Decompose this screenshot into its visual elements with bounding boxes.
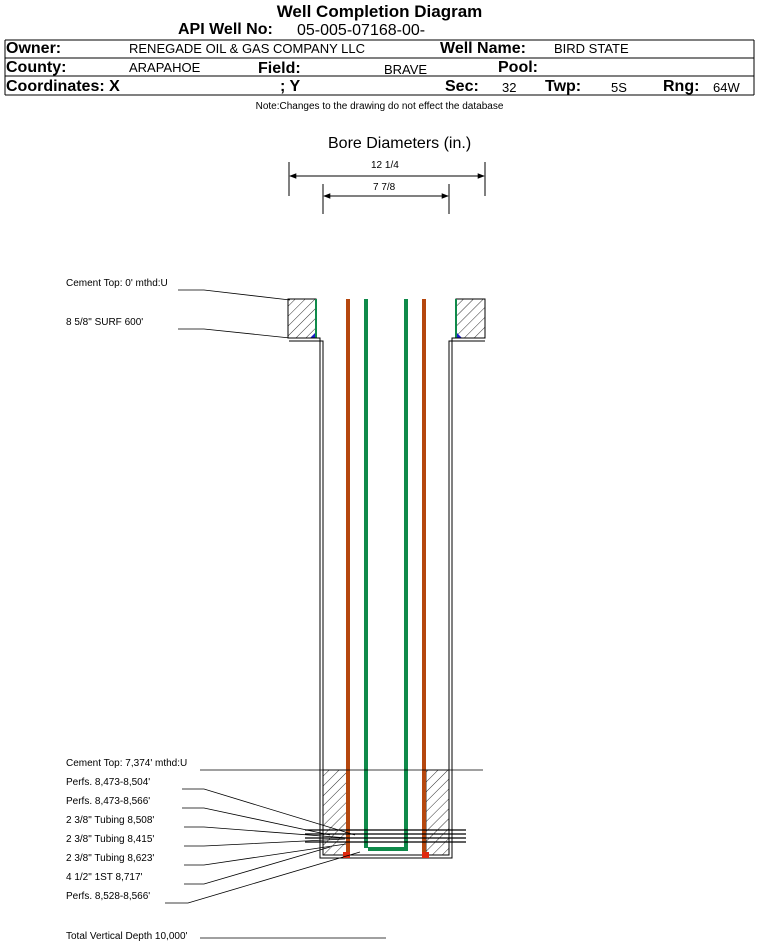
label-production-casing: 4 1/2" 1ST 8,717' — [66, 872, 143, 883]
field-label: Field: — [258, 60, 301, 77]
rng-value: 64W — [713, 80, 740, 95]
bore-diameters-title: Bore Diameters (in.) — [328, 135, 472, 152]
bore-diameter-outer: 12 1/4 — [371, 160, 399, 171]
borehole-outline — [288, 337, 485, 859]
sec-label: Sec: — [445, 78, 479, 95]
field-value: BRAVE — [384, 62, 428, 77]
label-tubing-3: 2 3/8" Tubing 8,623' — [66, 853, 155, 864]
label-perfs-1: Perfs. 8,473-8,504' — [66, 777, 151, 788]
surface-cement — [287, 298, 486, 339]
tubing-end-right — [422, 852, 429, 858]
label-tubing-1: 2 3/8" Tubing 8,508' — [66, 815, 155, 826]
coordinates-y-label: ; Y — [280, 78, 301, 95]
api-label: API Well No: — [178, 21, 273, 38]
pool-label: Pool: — [498, 59, 538, 76]
well-name-value: BIRD STATE — [554, 41, 629, 56]
label-perfs-2: Perfs. 8,473-8,566' — [66, 796, 151, 807]
database-note: Note:Changes to the drawing do not effec… — [255, 101, 504, 112]
tubing-strings — [346, 299, 426, 852]
bore-dimension-lines — [288, 162, 486, 214]
county-label: County: — [6, 59, 67, 76]
label-surface-casing: 8 5/8" SURF 600' — [66, 317, 144, 328]
county-value: ARAPAHOE — [129, 60, 201, 75]
well-name-label: Well Name: — [440, 40, 526, 57]
perforations — [305, 829, 466, 843]
owner-label: Owner: — [6, 40, 62, 57]
twp-value: 5S — [611, 80, 627, 95]
label-cement-top-production: Cement Top: 7,374' mthd:U — [66, 758, 188, 769]
twp-label: Twp: — [545, 78, 582, 95]
casing-shoe-right — [456, 332, 462, 338]
sec-value: 32 — [502, 80, 517, 95]
header-table — [4, 39, 755, 96]
label-perfs-3: Perfs. 8,528-8,566' — [66, 891, 151, 902]
api-value: 05-005-07168-00- — [297, 22, 426, 39]
coordinates-x-label: Coordinates: X — [6, 78, 120, 95]
bore-diameter-inner: 7 7/8 — [373, 182, 396, 193]
diagram-title: Well Completion Diagram — [276, 2, 483, 21]
leader-lines — [165, 289, 483, 939]
owner-value: RENEGADE OIL & GAS COMPANY LLC — [129, 41, 365, 56]
label-tubing-2: 2 3/8" Tubing 8,415' — [66, 834, 155, 845]
label-total-depth: Total Vertical Depth 10,000' — [66, 931, 188, 942]
label-cement-top-surface: Cement Top: 0' mthd:U — [66, 278, 168, 289]
casing-shoe-left — [310, 332, 316, 338]
rng-label: Rng: — [663, 78, 700, 95]
